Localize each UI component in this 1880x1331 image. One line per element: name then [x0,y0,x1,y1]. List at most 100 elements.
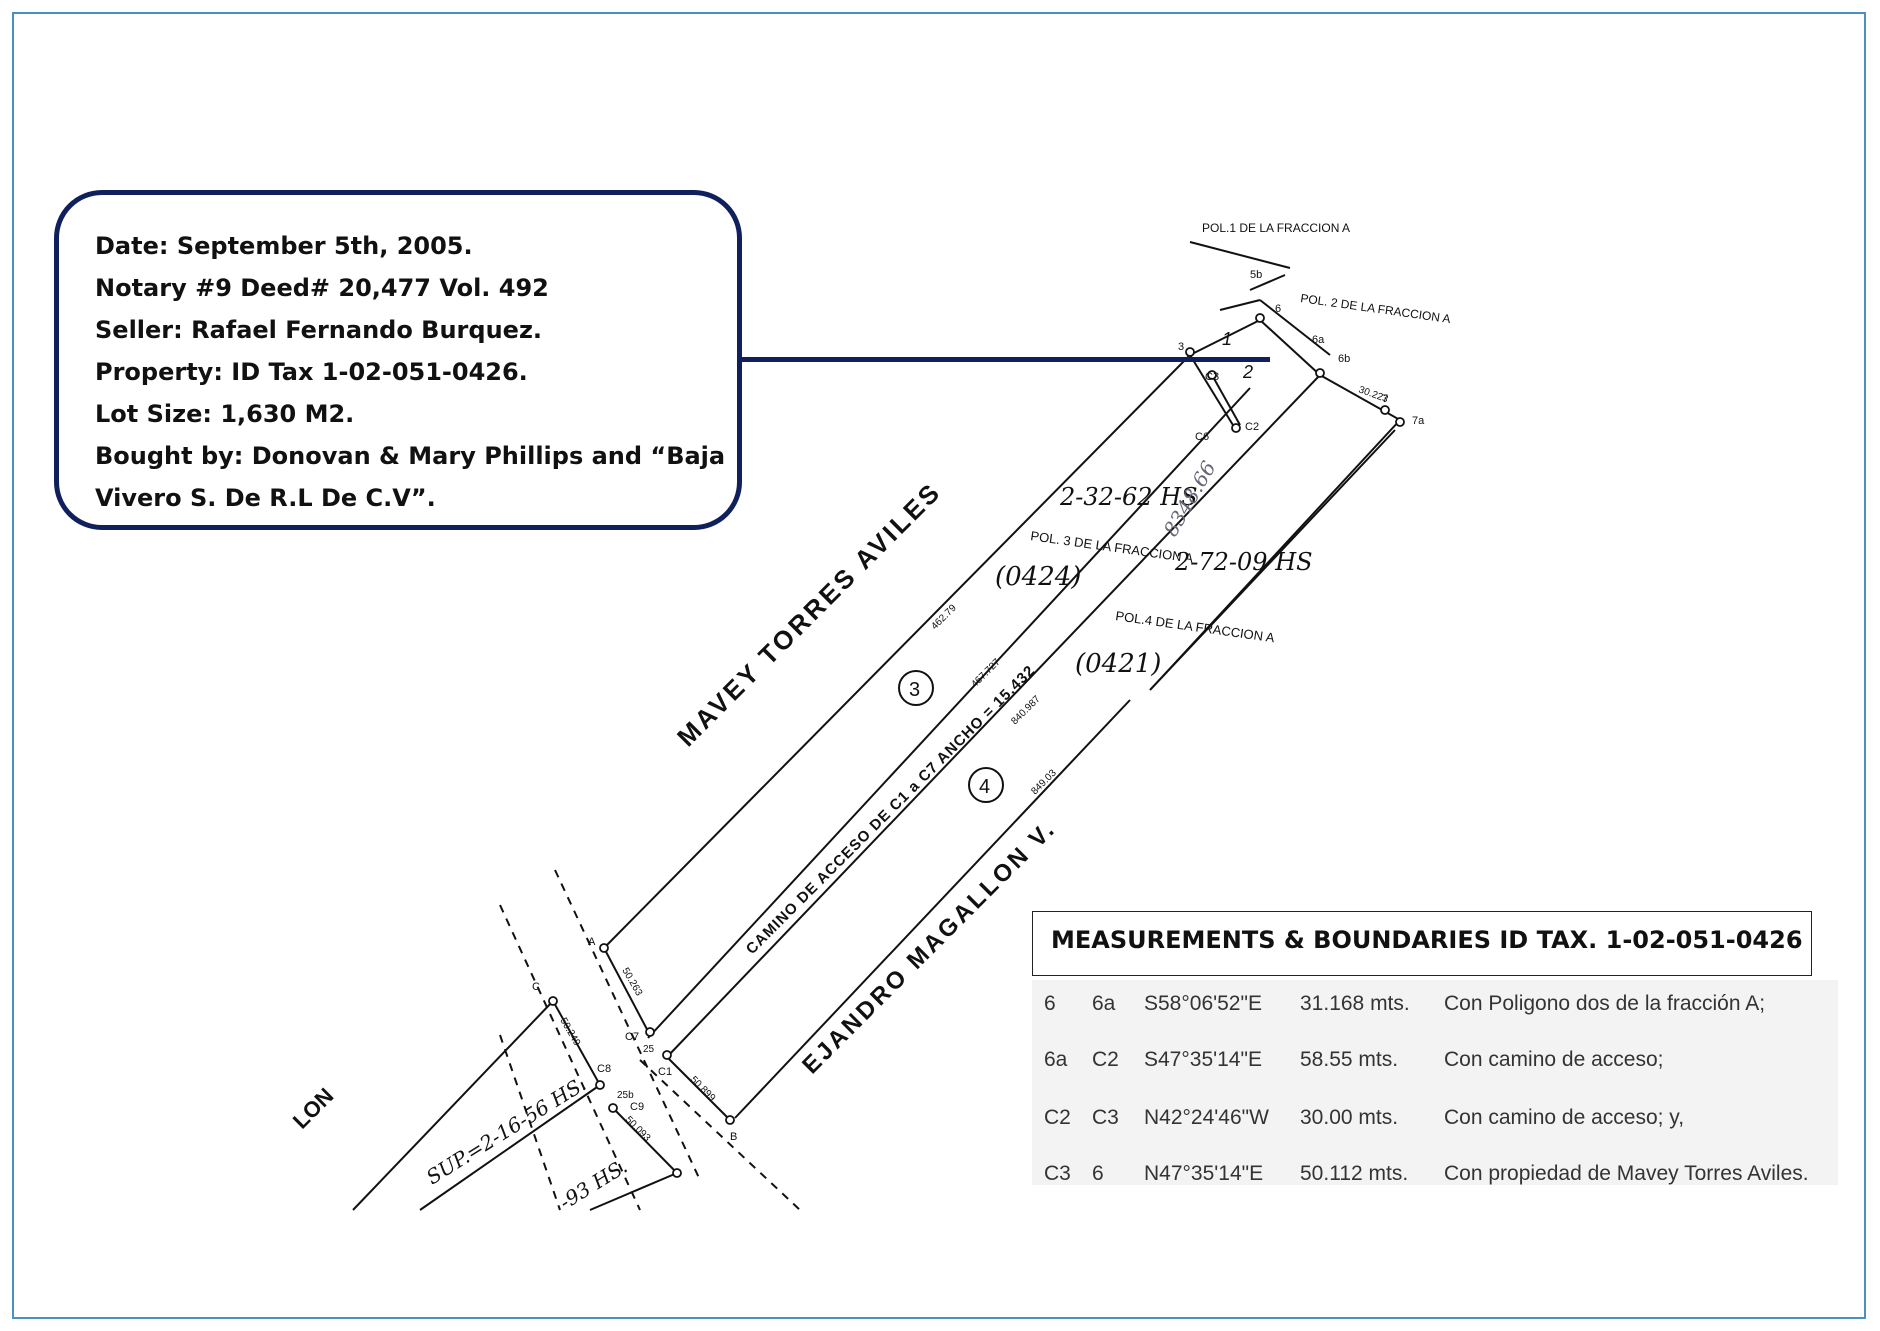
pol2-label: POL. 2 DE LA FRACCION A [1300,291,1452,326]
row-from: C2 [1044,1106,1071,1129]
deed-date: Date: September 5th, 2005. [95,232,473,260]
row-bearing: N42°24'46"W [1144,1106,1269,1129]
dim-93: -93 HS. [555,1154,632,1214]
boundary-line-north [603,354,1191,949]
area-3-label: 2-32-62 HS [1059,483,1198,511]
dim-462: 462.79 [929,602,959,632]
access-road-label: CAMINO DE ACCESO DE C1 a C7 ANCHO = 15.4… [743,662,1039,958]
point-C9: C9 [630,1101,644,1113]
deed-lot-size: Lot Size: 1,630 M2. [95,400,355,428]
point-C3: C3 [1205,371,1219,383]
circle-4-label: 4 [979,776,990,798]
row-boundary: Con camino de acceso; y, [1444,1106,1685,1129]
dim-25: 25 [643,1044,655,1055]
pol-line-4 [1259,319,1321,376]
survey-point [1395,417,1405,427]
boundary-line-south-c [1149,429,1396,691]
point-6b: 6b [1338,353,1350,365]
point-C: C [532,981,540,993]
row-bearing: S58°06'52"E [1144,992,1262,1015]
survey-point [645,1027,655,1037]
point-A: A [588,936,596,948]
survey-point [548,996,558,1006]
circle-3-outline [898,670,934,706]
survey-point [608,1103,618,1113]
point-B: B [730,1131,737,1143]
pol-leader-1 [1189,241,1291,269]
deed-seller: Seller: Rafael Fernando Burquez. [95,316,543,344]
pol-line-8 [1249,274,1286,291]
west-lot-line-a [352,1000,554,1211]
point-7a: 7a [1412,415,1425,427]
survey-point [1255,313,1265,323]
point-6: 6 [1275,303,1281,315]
deed-notary: Notary #9 Deed# 20,477 Vol. 492 [95,274,549,302]
pol-line-1 [1189,319,1261,356]
survey-point [1315,368,1325,378]
boundary-line-south-a [734,699,1131,1119]
deed-bought-by-2: Vivero S. De R.L De C.V”. [95,484,436,512]
dim-840: 840.987 [1009,693,1043,727]
pol-line-2 [1189,354,1237,431]
deed-info-box: Date: September 5th, 2005. Notary #9 Dee… [54,190,742,530]
row-distance: 58.55 mts. [1300,1048,1399,1071]
street-dash-3 [639,1059,801,1211]
survey-point [595,1080,605,1090]
pol-line-3 [1211,374,1241,426]
segment-C9-A2 [609,1104,678,1174]
survey-point [1380,405,1390,415]
lot-0424-label: (0424) [995,562,1081,592]
pol-2-number: 2 [1242,362,1253,382]
lot-0421-label: (0421) [1075,649,1161,679]
deed-property: Property: ID Tax 1-02-051-0426. [95,358,528,386]
survey-point [672,1168,682,1178]
street-dash-1 [499,904,641,1211]
dim-467: 467.727 [969,656,1003,690]
row-to: C2 [1092,1048,1119,1071]
survey-point [725,1115,735,1125]
segment-A-C7 [603,947,651,1036]
row-to: 6 [1092,1162,1104,1185]
point-7: 7 [1382,393,1388,405]
deed-bought-by-1: Bought by: Donovan & Mary Phillips and “… [95,442,726,470]
row-from: C3 [1044,1162,1071,1185]
circle-4-outline [968,767,1004,803]
area-4-label: 2-72-09 HS [1174,548,1313,576]
dim-849: 849.03 [1029,767,1059,797]
pol-1-number: 1 [1222,329,1232,349]
point-C2: C2 [1245,421,1259,433]
access-road-line-south [666,374,1321,1058]
dim-50249: 50.249 [557,1016,582,1048]
survey-point [599,943,609,953]
row-boundary: Con propiedad de Mavey Torres Aviles. [1444,1162,1809,1185]
access-road-line-north [647,387,1251,1039]
row-bearing: N47°35'14"E [1144,1162,1264,1185]
row-from: 6a [1044,1048,1068,1071]
dim-50899: 50.899 [688,1074,718,1104]
row-boundary: Con camino de acceso; [1444,1048,1664,1071]
dim-50093: 50.093 [623,1114,653,1144]
row-distance: 30.00 mts. [1300,1106,1399,1129]
street-dash-4 [499,1034,561,1211]
segment-C1-B [666,1056,731,1121]
west-lot-line-b [419,1084,601,1211]
pol-line-7 [1219,299,1261,311]
survey-point [1231,423,1241,433]
point-C1: C1 [658,1066,672,1078]
dim-25b: 25b [617,1090,634,1101]
street-dash-2 [554,869,701,1181]
survey-point [1207,370,1217,380]
row-to: 6a [1092,992,1116,1015]
circle-3-label: 3 [909,679,920,701]
area-west-label: SUP.=2-16-56 HS. [422,1072,590,1190]
point-C8: C8 [597,1063,611,1075]
west-lot-line-c [589,1172,678,1211]
survey-point [662,1050,672,1060]
point-3: 3 [1178,341,1184,353]
measurements-table: 6 6a S58°06'52"E 31.168 mts. Con Poligon… [1032,980,1838,1185]
page-frame [12,12,1866,1319]
row-distance: 31.168 mts. [1300,992,1410,1015]
row-distance: 50.112 mts. [1300,1162,1409,1185]
survey-point [1185,347,1195,357]
